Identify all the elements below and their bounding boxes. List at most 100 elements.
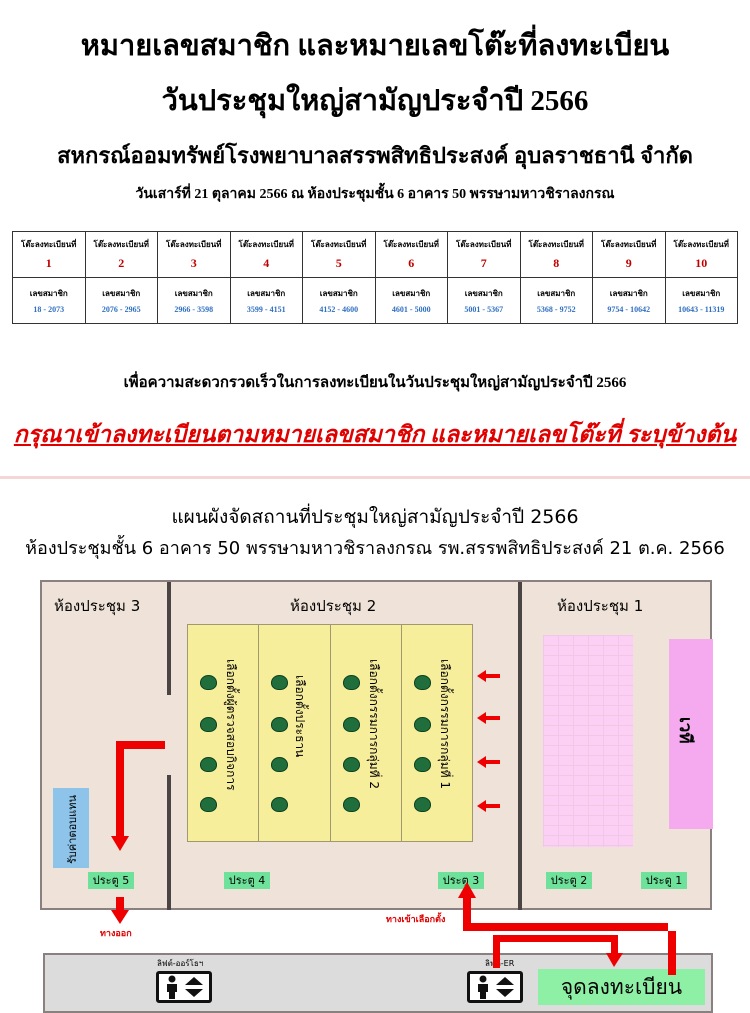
member-label: เลขสมาชิก <box>682 289 721 298</box>
member-range: 10643 - 11319 <box>678 305 725 314</box>
ballot-box-icon <box>413 717 431 732</box>
wall <box>518 582 522 910</box>
elevator-icon <box>467 971 523 1003</box>
desk-label: โต๊ะลงทะเบียนที่ <box>383 240 439 249</box>
seating-area <box>543 635 633 847</box>
exit-label: ทางออก <box>100 929 132 939</box>
entrance-arrow-icon <box>458 882 676 975</box>
range-cell: เลขสมาชิก 5368 - 9752 <box>519 277 593 324</box>
desk-label: โต๊ะลงทะเบียนที่ <box>21 240 77 249</box>
desk-number: 7 <box>480 256 487 270</box>
range-cell: เลขสมาชิก 9754 - 10642 <box>592 277 666 324</box>
notice-line: เพื่อความสะดวกรวดเร็วในการลงทะเบียนในวัน… <box>123 375 627 391</box>
member-range: 9754 - 10642 <box>607 305 651 314</box>
arrow-left-icon <box>477 670 500 682</box>
plan-title: แผนผังจัดสถานที่ประชุมใหญ่สามัญประจำปี 2… <box>171 506 579 528</box>
ballot-box-icon <box>271 675 289 690</box>
ballot-box-icon <box>271 717 289 732</box>
ballot-box-icon <box>413 797 431 812</box>
ballot-box-icon <box>413 675 431 690</box>
ballot-box-icon <box>342 717 360 732</box>
member-range: 4601 - 5000 <box>391 305 431 314</box>
date-place: วันเสาร์ที่ 21 ตุลาคม 2566 ณ ห้องประชุมช… <box>135 187 615 202</box>
member-range: 18 - 2073 <box>33 305 65 314</box>
ballot-box-icon <box>271 757 289 772</box>
desk-cell: โต๊ะลงทะเบียนที่ 3 <box>157 231 231 278</box>
member-label: เลขสมาชิก <box>102 289 141 298</box>
member-label: เลขสมาชิก <box>29 289 68 298</box>
voting-area: เลือกตั้งผู้ตรวจสอบกิจการเลือกตั้งประธาน… <box>187 624 473 842</box>
registration-arrow-icon <box>493 935 623 968</box>
payment-desk: รับค่าตอบแทน <box>53 788 89 868</box>
voting-column: เลือกตั้งประธาน <box>259 625 331 841</box>
desk-number: 1 <box>45 256 52 270</box>
wall <box>167 775 171 910</box>
stage: เวที <box>669 639 713 829</box>
desk-cell: โต๊ะลงทะเบียนที่8 <box>519 231 593 278</box>
arrow-left-icon <box>477 756 500 768</box>
ballot-box-icon <box>200 757 217 772</box>
ballot-box-icon <box>200 797 217 812</box>
ballot-box-icon <box>200 717 217 732</box>
desk-label: โต๊ะลงทะเบียนที่ <box>528 240 584 249</box>
arrow-left-icon <box>477 800 500 812</box>
desk-cell: โต๊ะลงทะเบียนที่ 7 <box>447 231 521 278</box>
ballot-box-icon <box>342 757 360 772</box>
door-5[interactable]: ประตู 5 <box>88 872 134 889</box>
member-label: เลขสมาชิก <box>537 289 576 298</box>
path-arrow-icon <box>111 741 165 851</box>
desk-label: โต๊ะลงทะเบียนที่ <box>601 240 657 249</box>
title-main: หมายเลขสมาชิก และหมายเลขโต๊ะที่ลงทะเบียน <box>80 30 670 62</box>
room-2-label: ห้องประชุม 2 <box>290 597 377 615</box>
divider <box>0 476 750 479</box>
floor-plan: ห้องประชุม 3 ห้องประชุม 2 ห้องประชุม 1 เ… <box>40 580 713 910</box>
member-range: 3599 - 4151 <box>246 305 286 314</box>
door-3[interactable]: ประตู 3 <box>438 872 484 889</box>
desk-label: โต๊ะลงทะเบียนที่ <box>311 240 367 249</box>
ballot-box-icon <box>271 797 289 812</box>
entrance-label: ทางเข้าเลือกตั้ง <box>386 915 446 925</box>
member-label: เลขสมาชิก <box>609 289 648 298</box>
member-range: 2076 - 2965 <box>101 305 141 314</box>
range-cell: เลขสมาชิก 2076 - 2965 <box>84 277 158 324</box>
desk-label: โต๊ะลงทะเบียนที่ <box>673 240 729 249</box>
ballot-box-icon <box>413 757 431 772</box>
desk-number: 2 <box>118 256 125 270</box>
registration-point: จุดลงทะเบียน <box>538 969 705 1005</box>
organization-name: สหกรณ์ออมทรัพย์โรงพยาบาลสรรพสิทธิประสงค์… <box>57 143 693 168</box>
voting-column: เลือกตั้งผู้ตรวจสอบกิจการ <box>188 625 260 841</box>
desk-label: โต๊ะลงทะเบียนที่ <box>93 240 149 249</box>
desk-label: โต๊ะลงทะเบียนที่ <box>456 240 512 249</box>
door-4[interactable]: ประตู 4 <box>224 872 270 889</box>
member-range: 4152 - 4600 <box>319 305 359 314</box>
door-1[interactable]: ประตู 1 <box>641 872 687 889</box>
ballot-box-icon <box>342 675 360 690</box>
desk-label: โต๊ะลงทะเบียนที่ <box>166 240 222 249</box>
range-cell: เลขสมาชิก 18 - 2073 <box>12 277 86 324</box>
member-label: เลขสมาชิก <box>174 289 213 298</box>
range-cell: เลขสมาชิก 10643 - 11319 <box>664 277 738 324</box>
title-meeting: วันประชุมใหญ่สามัญประจำปี 2566 <box>161 85 589 117</box>
member-label: เลขสมาชิก <box>392 289 431 298</box>
member-label: เลขสมาชิก <box>319 289 358 298</box>
desk-cell: โต๊ะลงทะเบียนที่10 <box>664 231 738 278</box>
range-cell: เลขสมาชิก 3599 - 4151 <box>229 277 303 324</box>
desk-number: 4 <box>263 256 270 270</box>
member-label: เลขสมาชิก <box>247 289 286 298</box>
door-2[interactable]: ประตู 2 <box>546 872 592 889</box>
member-range: 5368 - 9752 <box>536 305 576 314</box>
desk-cell: โต๊ะลงทะเบียนที่6 <box>374 231 448 278</box>
desk-number: 5 <box>335 256 342 270</box>
notice-warning: กรุณาเข้าลงทะเบียนตามหมายเลขสมาชิก และหม… <box>13 422 737 447</box>
lift-ortho-label: ลิฟต์-ออร์โธฯ <box>157 959 204 968</box>
member-label: เลขสมาชิก <box>464 289 503 298</box>
room-3-label: ห้องประชุม 3 <box>54 597 141 615</box>
arrow-left-icon <box>477 712 500 724</box>
plan-subtitle: ห้องประชุมชั้น 6 อาคาร 50 พรรษามหาวชิราล… <box>25 538 725 559</box>
desk-cell: โต๊ะลงทะเบียนที่9 <box>592 231 666 278</box>
ballot-box-icon <box>200 675 217 690</box>
range-cell: เลขสมาชิก 4152 - 4600 <box>302 277 376 324</box>
desk-number: 3 <box>190 256 197 270</box>
